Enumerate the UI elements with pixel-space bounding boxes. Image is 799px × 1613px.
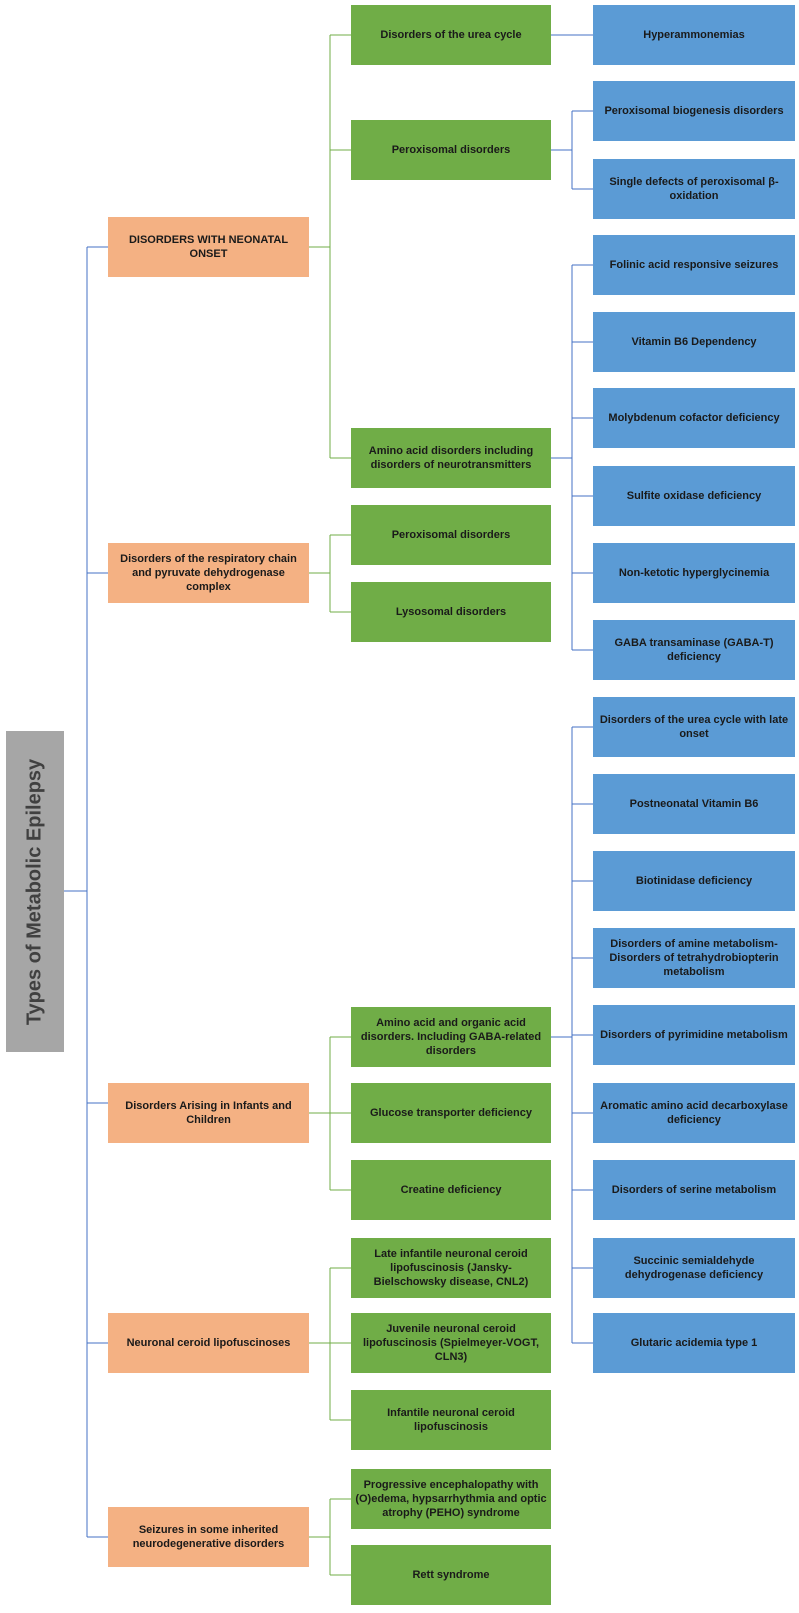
item-sulfite-oxidase: Sulfite oxidase deficiency (593, 466, 795, 526)
group-glucose-transporter: Glucose transporter deficiency (351, 1083, 551, 1143)
root-title: Types of Metabolic Epilepsy (23, 758, 46, 1025)
category-neonatal-onset: DISORDERS WITH NEONATAL ONSET (108, 217, 309, 277)
group-peho: Progressive encephalopathy with (O)edema… (351, 1469, 551, 1529)
group-juvenile-ncl: Juvenile neuronal ceroid lipofuscinosis … (351, 1313, 551, 1373)
item-urea-cycle-late-onset: Disorders of the urea cycle with late on… (593, 697, 795, 757)
item-molybdenum-cofactor: Molybdenum cofactor deficiency (593, 388, 795, 448)
item-biotinidase: Biotinidase deficiency (593, 851, 795, 911)
item-amine-metabolism: Disorders of amine metabolism- Disorders… (593, 928, 795, 988)
item-glutaric-acidemia: Glutaric acidemia type 1 (593, 1313, 795, 1373)
item-serine-metabolism: Disorders of serine metabolism (593, 1160, 795, 1220)
root-node: Types of Metabolic Epilepsy (6, 731, 64, 1052)
item-succinic-semialdehyde: Succinic semialdehyde dehydrogenase defi… (593, 1238, 795, 1298)
category-respiratory-chain: Disorders of the respiratory chain and p… (108, 543, 309, 603)
category-neurodegenerative: Seizures in some inherited neurodegenera… (108, 1507, 309, 1567)
item-peroxisomal-beta-oxidation: Single defects of peroxisomal β-oxidatio… (593, 159, 795, 219)
item-aromatic-amino-acid: Aromatic amino acid decarboxylase defici… (593, 1083, 795, 1143)
item-hyperammonemias: Hyperammonemias (593, 5, 795, 65)
group-rett: Rett syndrome (351, 1545, 551, 1605)
group-amino-organic-acid: Amino acid and organic acid disorders. I… (351, 1007, 551, 1067)
category-infants-children: Disorders Arising in Infants and Childre… (108, 1083, 309, 1143)
group-late-infantile-ncl: Late infantile neuronal ceroid lipofusci… (351, 1238, 551, 1298)
group-infantile-ncl: Infantile neuronal ceroid lipofuscinosis (351, 1390, 551, 1450)
group-lysosomal: Lysosomal disorders (351, 582, 551, 642)
group-urea-cycle: Disorders of the urea cycle (351, 5, 551, 65)
item-peroxisomal-biogenesis: Peroxisomal biogenesis disorders (593, 81, 795, 141)
item-vitamin-b6-dependency: Vitamin B6 Dependency (593, 312, 795, 372)
item-postneonatal-vitamin-b6: Postneonatal Vitamin B6 (593, 774, 795, 834)
group-peroxisomal-2: Peroxisomal disorders (351, 505, 551, 565)
group-amino-acid-neurotransmitters: Amino acid disorders including disorders… (351, 428, 551, 488)
item-gaba-transaminase: GABA transaminase (GABA-T) deficiency (593, 620, 795, 680)
item-non-ketotic-hyperglycinemia: Non-ketotic hyperglycinemia (593, 543, 795, 603)
group-peroxisomal: Peroxisomal disorders (351, 120, 551, 180)
item-pyrimidine-metabolism: Disorders of pyrimidine metabolism (593, 1005, 795, 1065)
group-creatine: Creatine deficiency (351, 1160, 551, 1220)
category-neuronal-ceroid: Neuronal ceroid lipofuscinoses (108, 1313, 309, 1373)
item-folinic-acid: Folinic acid responsive seizures (593, 235, 795, 295)
